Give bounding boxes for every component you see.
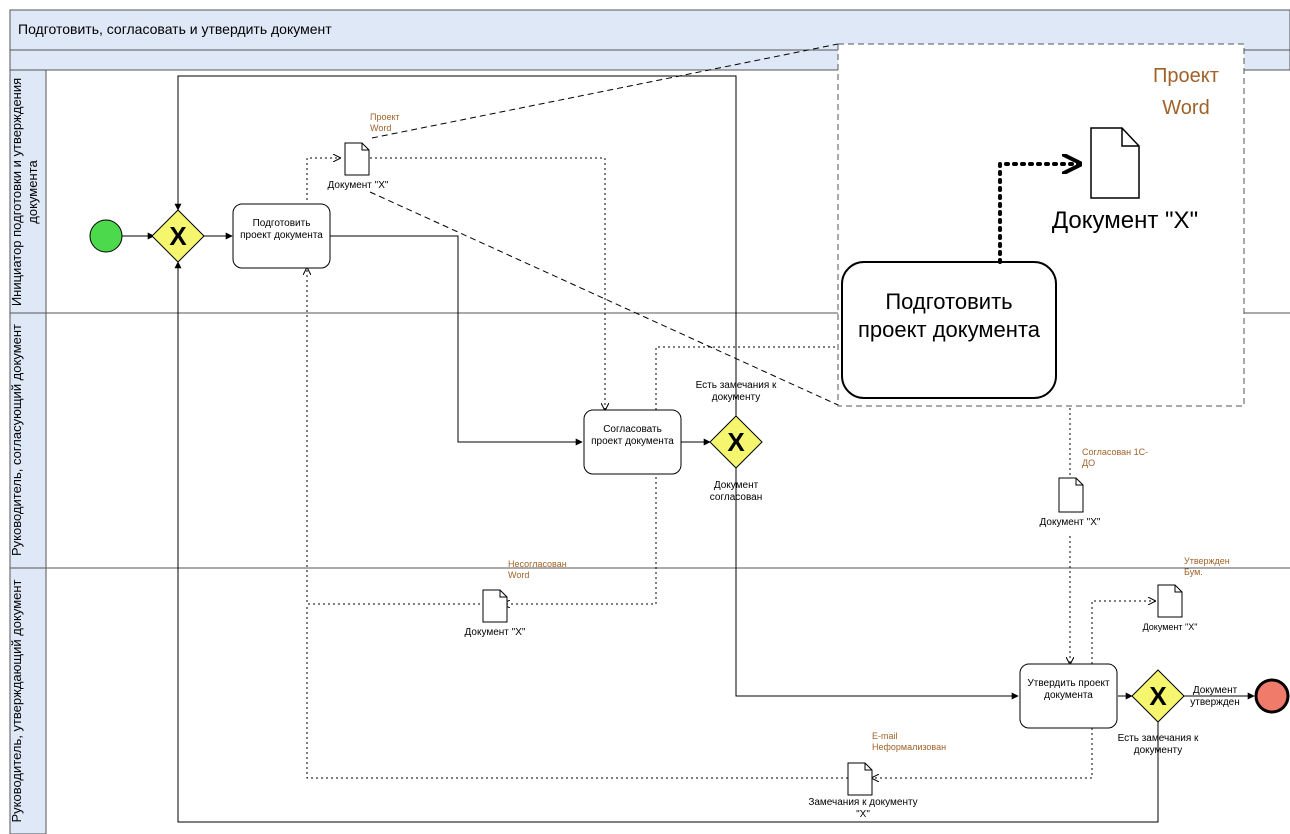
doc2-state: Несогласован Word <box>508 559 567 580</box>
sequence-flows <box>122 75 1255 823</box>
doc2-name: Документ "X" <box>464 627 526 638</box>
legend-box <box>837 43 1245 407</box>
lane-label-initiator: Инициатор подготовки и утверждения докум… <box>9 77 40 307</box>
legend-task-label: Подготовить проект документа <box>858 289 1040 342</box>
doc4-state: Утвержден Бум. <box>1184 556 1230 577</box>
legend-state-label: Проект Word <box>1153 65 1219 119</box>
gateway-approve-comments-label: Есть замечания к документу <box>1117 733 1199 756</box>
doc1-state: Проект Word <box>370 112 400 133</box>
task-agree: Согласовать проект документа <box>591 424 674 447</box>
data-associations <box>307 158 1155 778</box>
doc1-name: Документ "X" <box>327 180 389 191</box>
gateway-agree-comments-label: Есть замечания к документу <box>695 380 777 403</box>
legend-connectors <box>369 43 839 406</box>
pool-title: Подготовить, согласовать и утвердить док… <box>18 21 332 37</box>
doc3-name: Документ "X" <box>1039 517 1101 528</box>
start-event <box>89 219 123 253</box>
data-objects <box>344 142 1183 796</box>
doc5-name: Замечания к документу "X" <box>808 797 918 820</box>
legend-doc-label: Документ "X" <box>1051 207 1199 234</box>
lane-label-agreeing-manager: Руководитель, согласующий документ <box>9 324 24 557</box>
doc5-state: E-mail Неформализован <box>872 731 947 752</box>
end-event <box>1254 678 1290 714</box>
gateway-marker: X <box>169 221 187 251</box>
gateway-approved-label: Документ утвержден <box>1190 685 1240 708</box>
doc4-name: Документ "X" <box>1142 622 1198 632</box>
lane-label-approving-manager: Руководитель, утверждающий документ <box>9 579 24 823</box>
task-prepare: Подготовить проект документа <box>240 218 323 241</box>
tasks <box>232 203 1118 729</box>
gateway-marker: X <box>727 427 745 457</box>
task-approve: Утвердить проект документа <box>1027 678 1110 701</box>
gateway-agreed-label: Документ согласован <box>709 480 763 503</box>
doc3-state: Согласован 1С-ДО <box>1082 447 1149 468</box>
gateway-marker: X <box>1149 681 1167 711</box>
gateways <box>151 209 1185 723</box>
